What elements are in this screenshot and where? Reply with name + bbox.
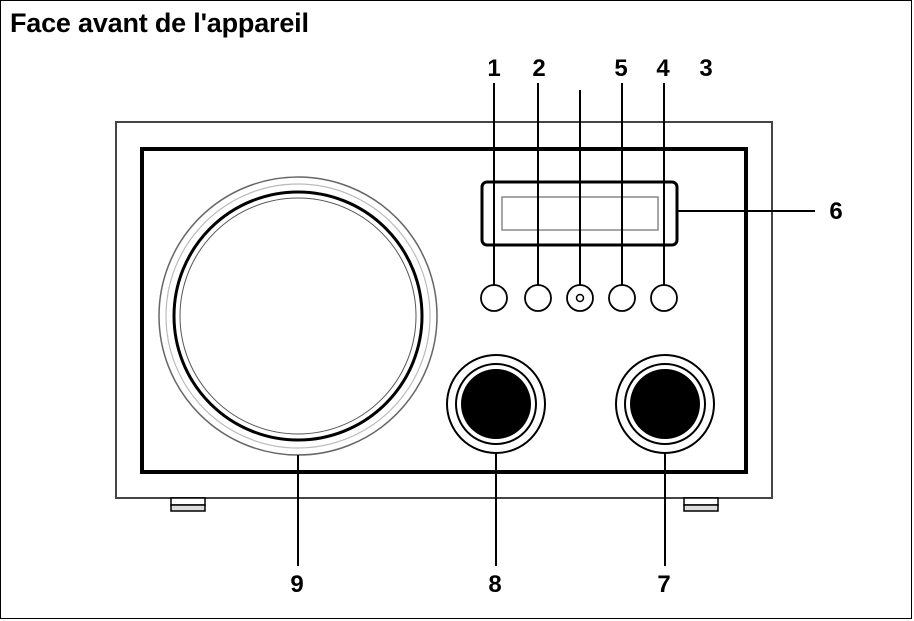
callout-6: 6 <box>829 198 842 225</box>
button-center <box>566 284 594 312</box>
diagram-title: Face avant de l'appareil <box>10 8 309 38</box>
right-foot <box>683 497 719 512</box>
callout-8: 8 <box>488 571 501 598</box>
button-4 <box>650 284 678 312</box>
callout-3: 3 <box>699 55 712 82</box>
callout-7: 7 <box>657 571 670 598</box>
callout-4: 4 <box>656 55 670 82</box>
left-foot <box>170 497 206 512</box>
callout-9: 9 <box>290 571 303 598</box>
knob-left <box>446 354 546 454</box>
callout-2: 2 <box>532 55 545 82</box>
speaker <box>158 176 438 456</box>
button-2 <box>524 284 552 312</box>
callout-1: 1 <box>487 55 500 82</box>
button-5 <box>608 284 636 312</box>
callout-5: 5 <box>614 55 627 82</box>
leader-lines <box>297 83 815 566</box>
knob-right <box>615 354 715 454</box>
button-1 <box>480 284 508 312</box>
